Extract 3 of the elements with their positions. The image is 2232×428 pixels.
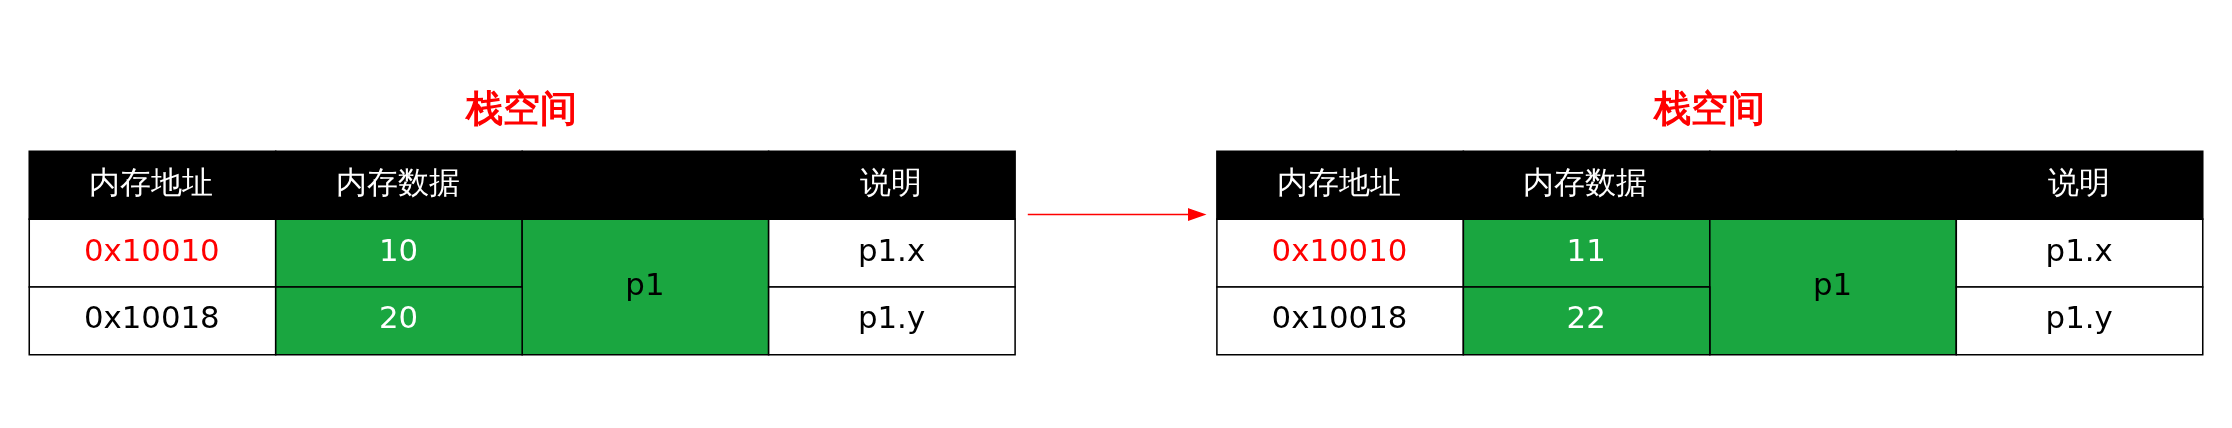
node-label: 栈空间 (465, 86, 577, 130)
arrow (1027, 207, 1207, 221)
node-label: 栈空间 (1653, 86, 1765, 130)
